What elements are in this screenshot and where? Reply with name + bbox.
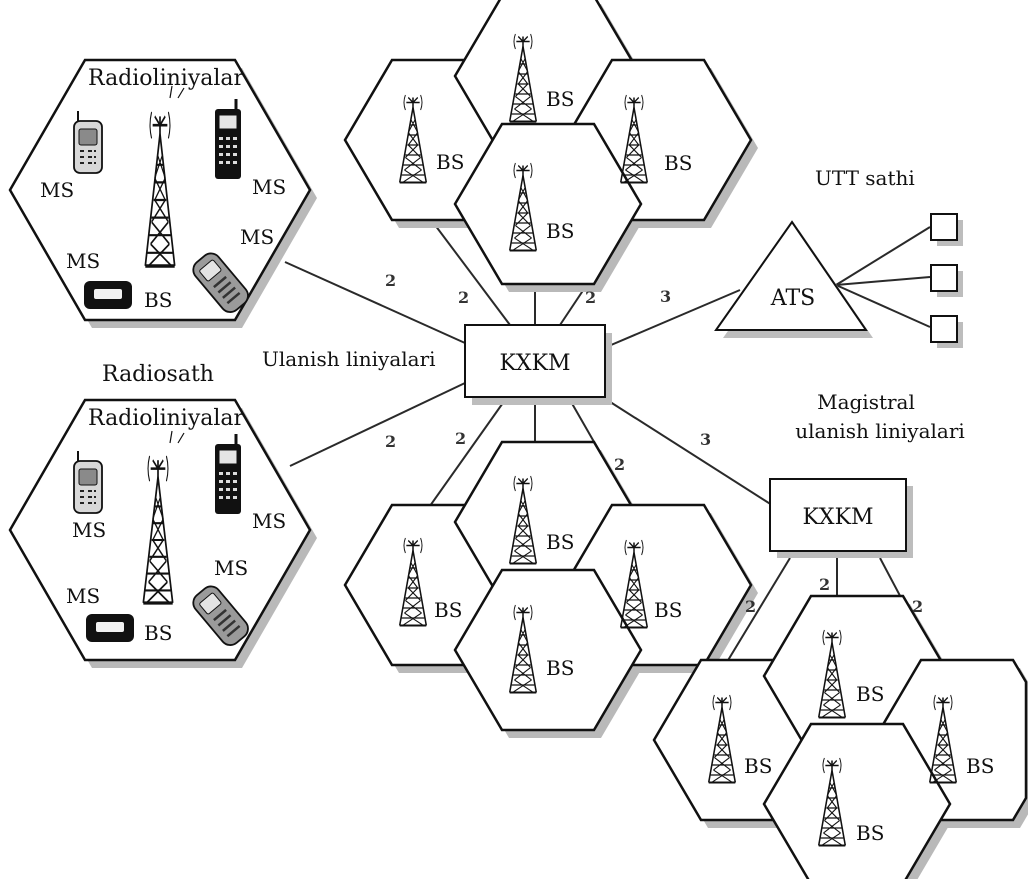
bs-label: BS — [664, 151, 692, 175]
kxkm-second-label: KXKM — [802, 505, 873, 530]
terminal-box — [930, 264, 958, 292]
link-kxkm-bottom-cluster-a — [419, 399, 506, 521]
link-number: 2 — [614, 455, 625, 474]
ms-label: MS — [252, 509, 286, 533]
link-ats-terminal-1 — [835, 226, 931, 286]
bs-cluster-top: BS BS BS BS — [343, 0, 758, 292]
bs-label: BS — [744, 754, 772, 778]
link-number: 2 — [745, 597, 756, 616]
brick-phone-icon — [213, 97, 243, 181]
bs-label: BS — [654, 598, 682, 622]
utt-terminals — [930, 213, 963, 348]
bs-label: BS — [144, 621, 172, 645]
link-number: 3 — [700, 430, 711, 449]
link-ats-terminal-2 — [835, 276, 931, 286]
ms-label: MS — [40, 178, 74, 202]
ms-label: MS — [240, 225, 274, 249]
ulanish-liniyalari-label: Ulanish liniyalari — [262, 347, 436, 371]
bs-label: BS — [966, 754, 994, 778]
ms-label: MS — [66, 249, 100, 273]
pager-icon — [84, 281, 132, 309]
kxkm-main-node: KXKM — [464, 324, 612, 405]
ats-label: ATS — [770, 286, 815, 311]
pager-icon — [86, 614, 134, 642]
link-kxkm-radiosath-bottom — [289, 382, 466, 467]
bs-label: BS — [856, 821, 884, 845]
bs-label: BS — [144, 288, 172, 312]
link-number: 2 — [385, 432, 396, 451]
radio-signal-icon — [169, 430, 185, 444]
cell — [453, 122, 643, 286]
kxkm-main-label: KXKM — [499, 351, 570, 376]
cell — [762, 722, 952, 879]
link-number: 2 — [455, 429, 466, 448]
link-ats-terminal-3 — [835, 284, 931, 328]
ms-label: MS — [66, 584, 100, 608]
bs-label: BS — [434, 598, 462, 622]
kxkm-second-node: KXKM — [769, 478, 913, 558]
radiosath-cell-bottom: Radioliniyalar MS MS MS MS BS — [8, 398, 317, 668]
link-kxkm-kxkm2 — [603, 397, 773, 506]
link-kxkm-radiosath-top — [284, 261, 466, 344]
magistral-label: Magistral — [817, 390, 915, 414]
radiosath-label: Radiosath — [102, 362, 214, 387]
bs-label: BS — [546, 87, 574, 111]
bs-cluster-right: BS BS BS BS — [652, 594, 1028, 879]
ms-label: MS — [72, 518, 106, 542]
magistral-label-line2: ulanish liniyalari — [795, 419, 965, 443]
link-number: 2 — [385, 271, 396, 290]
link-number: 2 — [585, 288, 596, 307]
ms-label: MS — [252, 175, 286, 199]
ms-label: MS — [214, 556, 248, 580]
bs-label: BS — [546, 656, 574, 680]
link-number: 2 — [819, 575, 830, 594]
bs-cluster-bottom: BS BS BS BS — [343, 440, 758, 738]
bs-label: BS — [436, 150, 464, 174]
bs-label: BS — [546, 530, 574, 554]
link-number: 2 — [912, 597, 923, 616]
link-number: 2 — [458, 288, 469, 307]
link-numbers: 2 2 2 3 2 2 2 3 2 2 2 — [385, 271, 923, 616]
ats-node: ATS — [714, 220, 873, 338]
link-number: 3 — [660, 287, 671, 306]
link-kxkm-ats — [603, 289, 741, 349]
radiosath-cell-top: Radioliniyalar MS MS MS MS BS — [8, 58, 317, 328]
bs-label: BS — [546, 219, 574, 243]
terminal-box — [930, 213, 958, 241]
utt-sathi-label: UTT sathi — [815, 166, 915, 190]
cell — [453, 568, 643, 732]
radiolines-label: Radioliniyalar — [88, 406, 245, 431]
radio-signal-icon — [169, 85, 185, 99]
brick-phone-icon — [213, 432, 243, 516]
terminal-box — [930, 315, 958, 343]
radiolines-label: Radioliniyalar — [88, 66, 245, 91]
bs-label: BS — [856, 682, 884, 706]
